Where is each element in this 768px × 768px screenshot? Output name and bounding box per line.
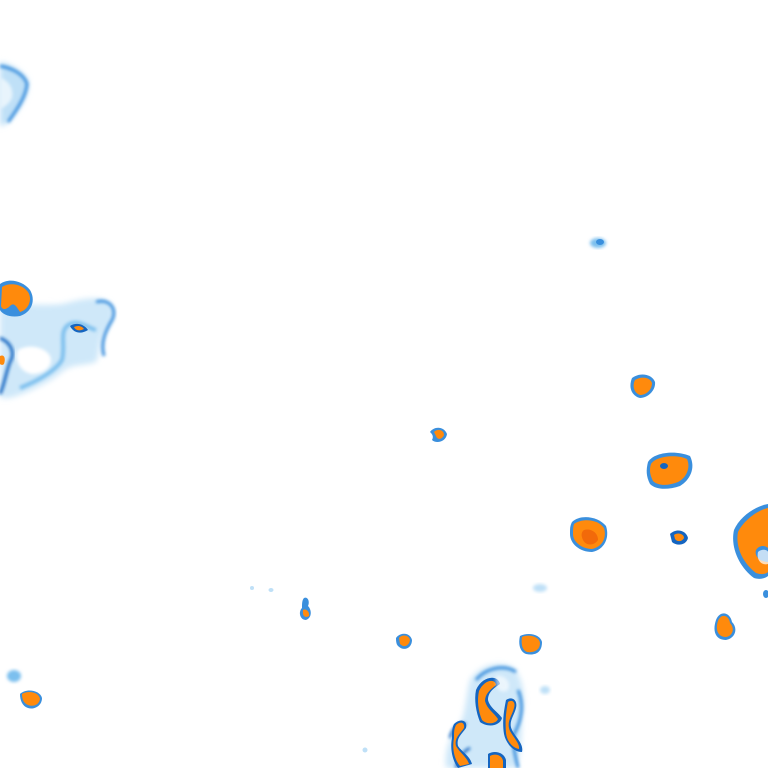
precip-cell-small-4 — [299, 597, 311, 620]
precip-cluster-top-left — [0, 62, 29, 126]
precip-cell-small-1 — [590, 238, 606, 248]
precip-cell-small-3 — [670, 530, 688, 545]
precip-cell-orange-6 — [20, 690, 42, 709]
precip-cluster-left-middle — [0, 280, 116, 398]
precip-cell-orange-4 — [519, 634, 542, 655]
precip-cell-orange-2 — [646, 452, 693, 489]
precip-cell-small-2 — [430, 427, 447, 442]
precip-cell-orange-3 — [570, 517, 608, 552]
precip-cluster-bottom — [445, 664, 524, 768]
precip-cell-orange-5 — [714, 613, 736, 640]
precip-cell-small-5 — [396, 633, 412, 649]
precip-speckles — [7, 584, 550, 753]
precip-cell-orange-large — [733, 504, 768, 598]
precip-cell-orange-1 — [630, 374, 656, 398]
